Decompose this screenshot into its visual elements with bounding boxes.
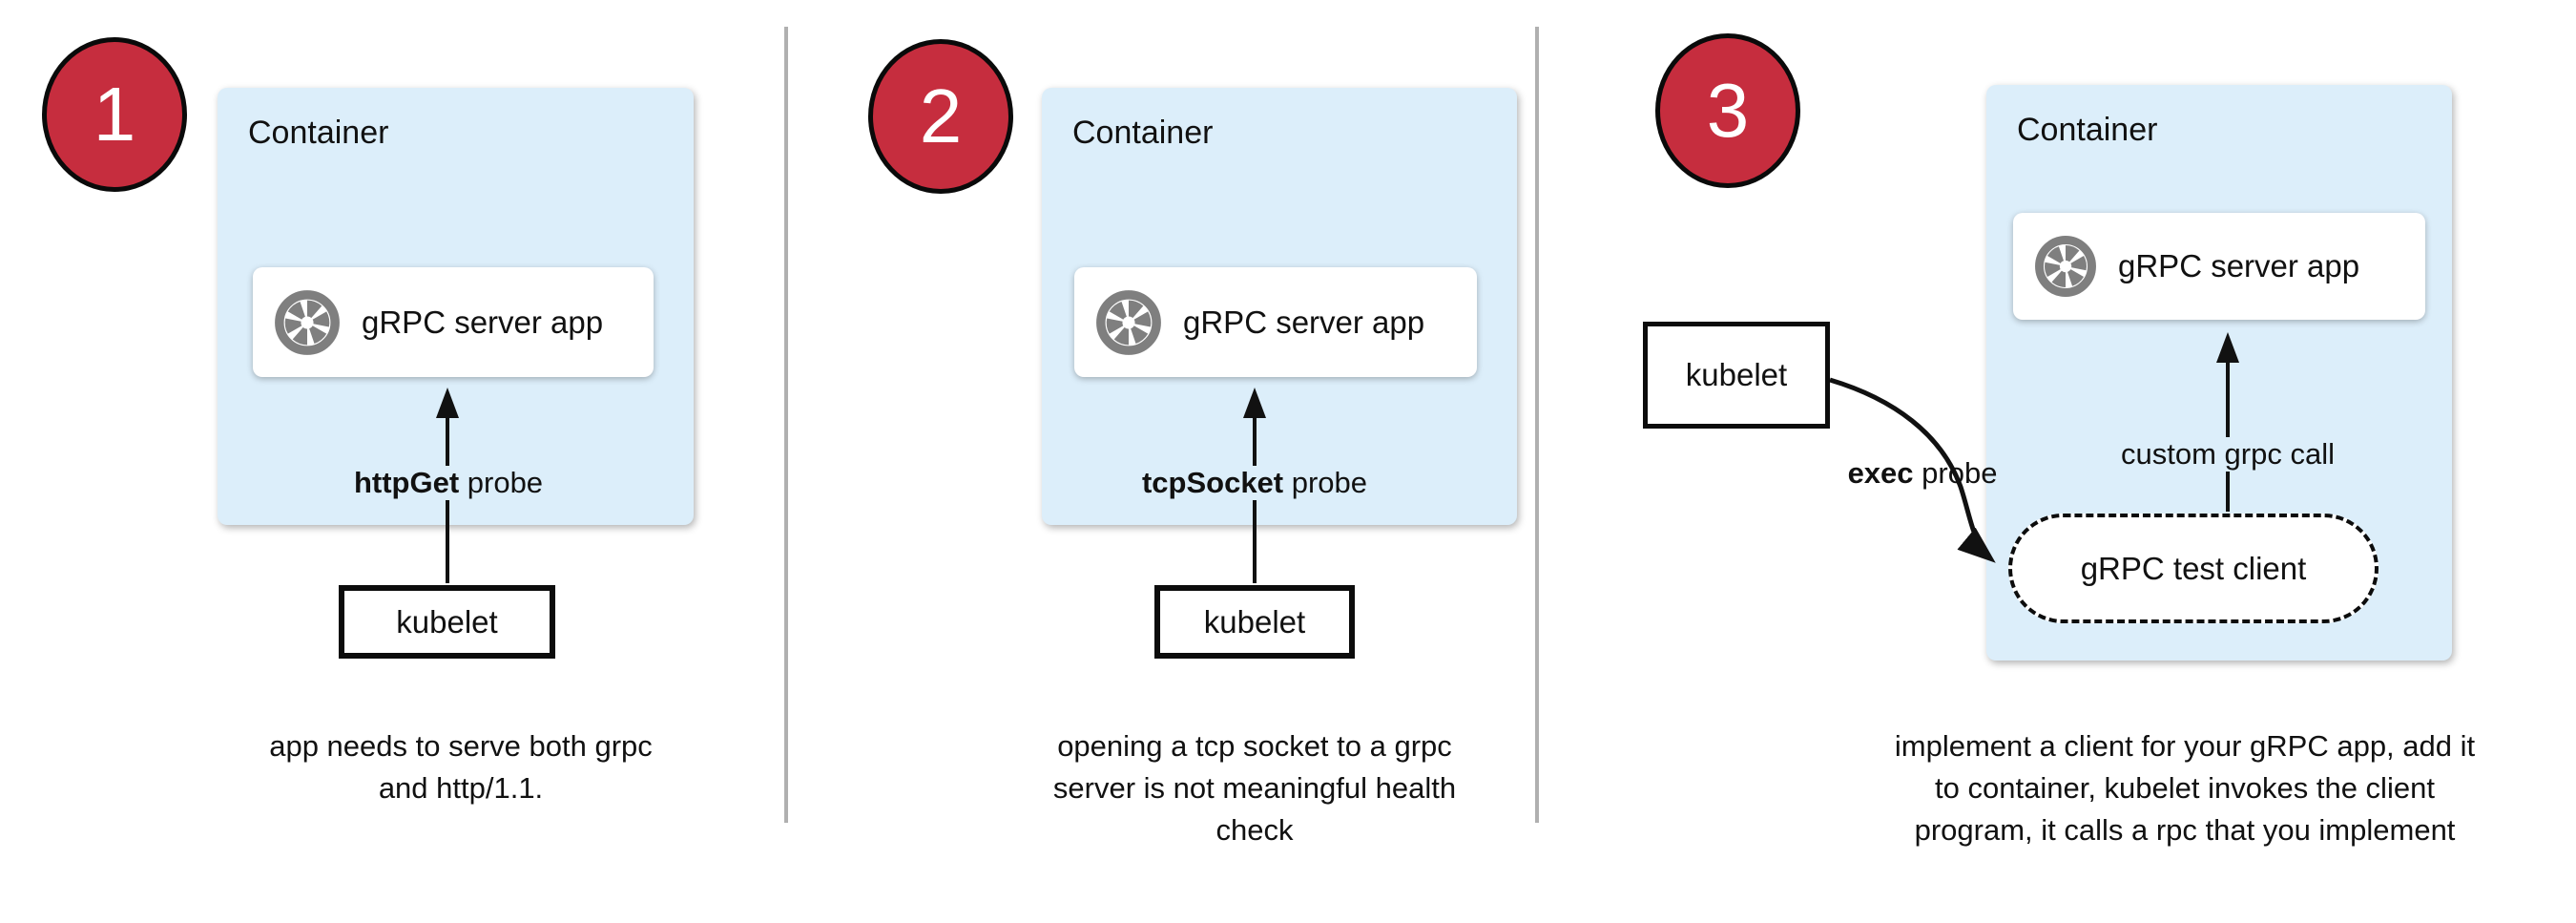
panel-caption: app needs to serve both grpc and http/1.… xyxy=(194,725,728,809)
caption-line: implement a client for your gRPC app, ad… xyxy=(1894,729,2476,763)
panel-caption: opening a tcp socket to a grpc server is… xyxy=(987,725,1522,851)
caption-line: opening a tcp socket to a grpc xyxy=(1057,729,1452,763)
kubelet-label: kubelet xyxy=(1685,357,1788,392)
grpc-server-app-card: gRPC server app xyxy=(2013,213,2425,320)
custom-grpc-call-label: custom grpc call xyxy=(2113,437,2342,472)
kubelet-label: kubelet xyxy=(1203,603,1306,640)
step-badge-3: 3 xyxy=(1655,33,1800,188)
grpc-test-client-pill: gRPC test client xyxy=(2008,514,2379,623)
aperture-icon xyxy=(2035,236,2096,297)
caption-line: to container, kubelet invokes the client xyxy=(1935,771,2435,805)
panel-divider xyxy=(1535,27,1539,823)
aperture-icon xyxy=(1096,289,1161,355)
panel-divider xyxy=(784,27,788,823)
container-label: Container xyxy=(1072,115,1214,151)
step-number: 3 xyxy=(1706,68,1750,153)
aperture-icon xyxy=(275,289,340,355)
grpc-server-app-card: gRPC server app xyxy=(253,267,654,377)
caption-line: app needs to serve both grpc xyxy=(269,729,653,763)
kubelet-box: kubelet xyxy=(1154,585,1355,659)
httpget-probe-label: httpGet probe xyxy=(343,466,553,500)
probe-word: probe xyxy=(1913,456,1998,490)
probe-type: tcpSocket xyxy=(1141,466,1284,499)
tcpsocket-probe-label: tcpSocket probe xyxy=(1132,466,1378,500)
caption-line: check xyxy=(1215,813,1294,847)
step-badge-1: 1 xyxy=(42,37,187,192)
exec-probe-label: exec probe xyxy=(1848,456,1998,491)
caption-line: server is not meaningful health xyxy=(1052,771,1457,805)
grpc-server-app-label: gRPC server app xyxy=(362,304,604,340)
container-label: Container xyxy=(248,115,389,151)
probe-type: httpGet xyxy=(353,466,460,499)
step-badge-2: 2 xyxy=(868,39,1013,194)
grpc-test-client-label: gRPC test client xyxy=(2080,550,2307,586)
probe-type: exec xyxy=(1847,456,1914,490)
caption-line: and http/1.1. xyxy=(378,771,544,805)
grpc-server-app-label: gRPC server app xyxy=(1183,304,1425,340)
probe-word: probe xyxy=(459,466,544,499)
kubelet-box: kubelet xyxy=(1643,322,1830,429)
grpc-server-app-card: gRPC server app xyxy=(1074,267,1477,377)
step-number: 1 xyxy=(93,72,136,157)
step-number: 2 xyxy=(919,73,963,158)
caption-line: program, it calls a rpc that you impleme… xyxy=(1914,813,2456,847)
kubelet-label: kubelet xyxy=(396,603,498,640)
kubelet-box: kubelet xyxy=(339,585,555,659)
probe-word: probe xyxy=(1283,466,1368,499)
grpc-server-app-label: gRPC server app xyxy=(2118,248,2360,283)
container-label: Container xyxy=(2017,112,2158,148)
panel-caption: implement a client for your gRPC app, ad… xyxy=(1870,725,2500,851)
